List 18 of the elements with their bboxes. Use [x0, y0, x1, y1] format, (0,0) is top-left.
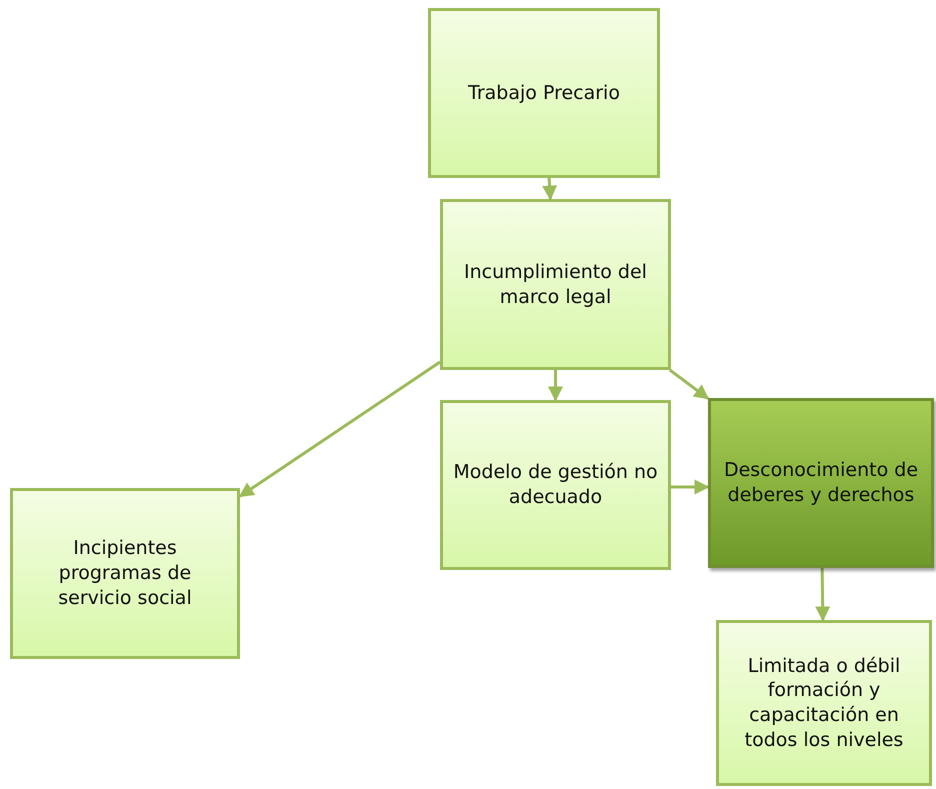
box-label: Incipientes programas de servicio social [57, 536, 193, 611]
process-box [716, 620, 932, 786]
box-label: Limitada o débil formación y capacitación en todos los niveles [744, 654, 904, 752]
process-box [10, 488, 240, 659]
arrow [668, 368, 710, 400]
arrow [238, 360, 441, 498]
process-box [440, 199, 671, 370]
arrow [548, 370, 563, 402]
box-label: Trabajo Precario [468, 80, 620, 106]
process-box [440, 400, 671, 570]
box-label: Modelo de gestión no adecuado [452, 460, 659, 510]
box-label: Incumplimiento del marco legal [463, 260, 648, 310]
process-box [708, 398, 934, 568]
arrow [671, 480, 710, 494]
arrow [542, 178, 558, 200]
process-box [428, 8, 660, 178]
box-label: Desconocimiento de deberes y derechos [722, 458, 920, 508]
arrow [815, 568, 830, 622]
